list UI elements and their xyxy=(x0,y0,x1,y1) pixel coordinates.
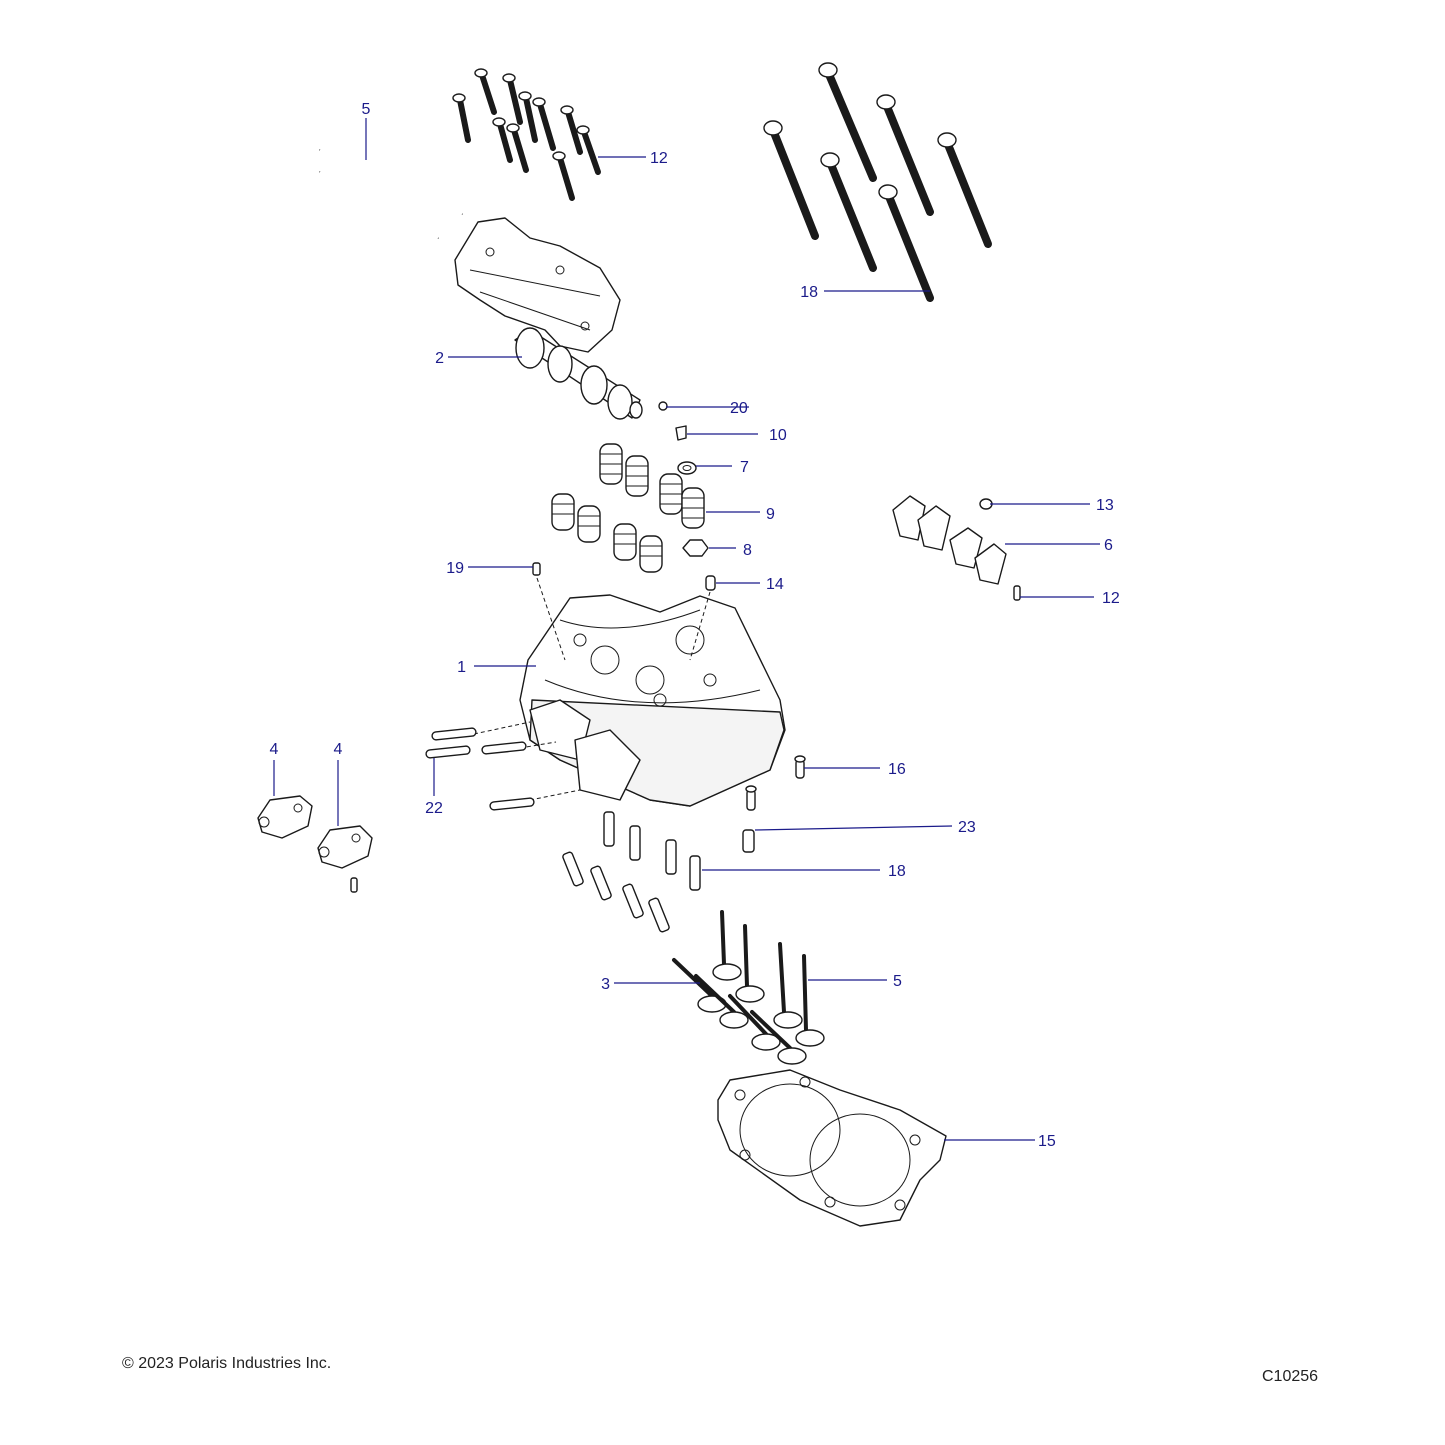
callout-22: 22 xyxy=(425,800,443,817)
callout-20: 19 xyxy=(446,560,464,577)
callout-10: 9 xyxy=(766,506,775,523)
callout-5: 5 xyxy=(362,101,371,118)
callout-19: 18 xyxy=(888,863,906,880)
callout-4-left: 4 xyxy=(270,741,279,758)
rocker-arms-right xyxy=(892,495,1007,585)
copyright-notice: © 2023 Polaris Industries Inc. xyxy=(122,1355,332,1372)
figure-code: C10256 xyxy=(1262,1368,1319,1385)
small-bolts-group xyxy=(452,68,601,201)
callout-4-right: 4 xyxy=(334,741,343,758)
valve-springs xyxy=(551,443,705,573)
callout-labels: 5 12 18 2 20 10 7 9 8 13 6 12 19 14 1 4 … xyxy=(270,101,1120,1150)
small-parts xyxy=(532,401,1021,601)
callout-23: 23 xyxy=(958,819,976,836)
callout-3: 3 xyxy=(601,976,610,993)
cylinder-head xyxy=(519,594,786,807)
callout-6: 5 xyxy=(893,973,902,990)
valve-guides xyxy=(562,811,701,933)
callout-14: 13 xyxy=(1096,497,1114,514)
callout-12: 12 xyxy=(650,150,668,167)
rocker-arms-left xyxy=(257,795,373,893)
callout-18: 18 xyxy=(800,284,818,301)
fasteners-17-23 xyxy=(742,755,806,853)
head-bolts-group xyxy=(763,62,992,302)
callout-17: 16 xyxy=(888,761,906,778)
assembly-lines xyxy=(473,577,711,801)
callout-9: 8 xyxy=(743,542,752,559)
callout-11: 10 xyxy=(769,427,787,444)
cam-carrier xyxy=(454,217,621,353)
callout-16: 15 xyxy=(1038,1133,1056,1150)
head-gasket xyxy=(717,1069,947,1227)
callout-15: 14 xyxy=(766,576,784,593)
callout-13: 12 xyxy=(1102,590,1120,607)
dowel-pins xyxy=(425,727,535,811)
callout-7: 6 xyxy=(1104,537,1113,554)
callout-2: 2 xyxy=(435,350,444,367)
leader-lines xyxy=(273,118,1100,1141)
callout-21: 20 xyxy=(730,400,748,417)
valves xyxy=(672,910,825,1065)
rocker-shafts xyxy=(318,147,464,241)
callout-1: 1 xyxy=(457,659,466,676)
callout-8: 7 xyxy=(740,459,749,476)
camshaft xyxy=(514,327,643,420)
